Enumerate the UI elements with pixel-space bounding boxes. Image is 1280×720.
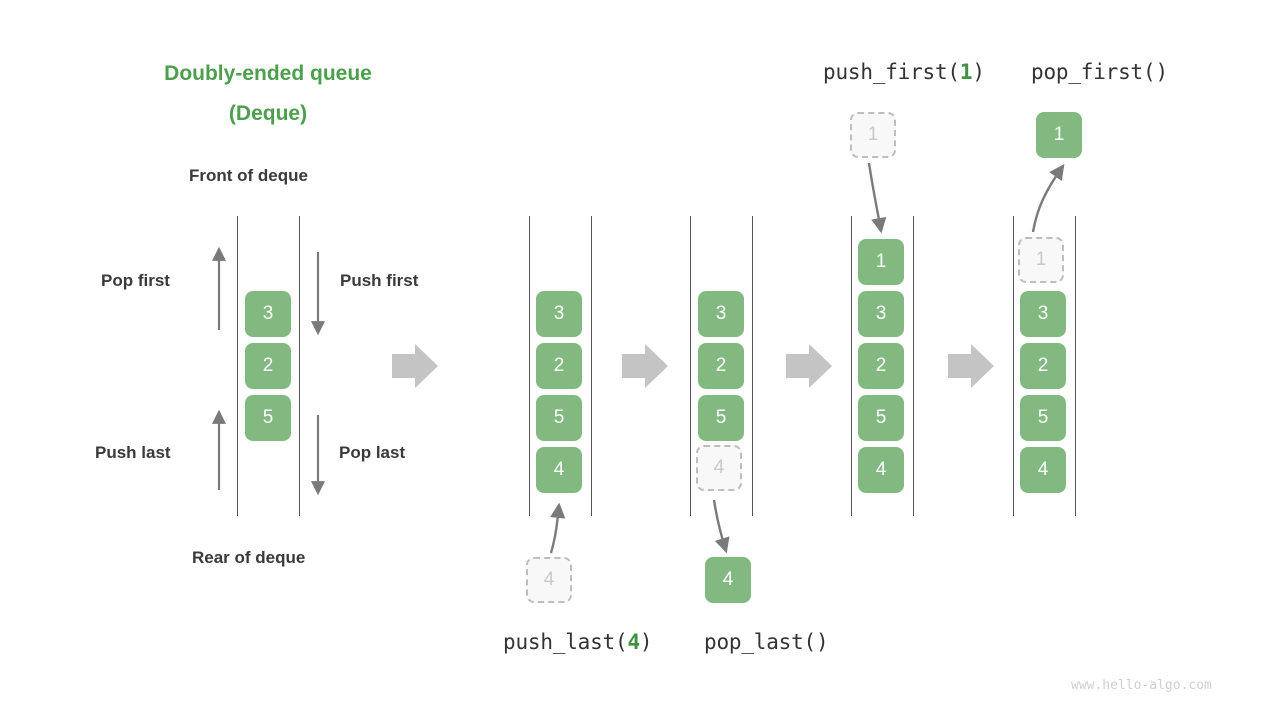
deque-cell-state5-3: 4 — [1020, 447, 1066, 493]
ghost-cell-state5-top: 1 — [1018, 237, 1064, 283]
deque-cell-state5-2: 5 — [1020, 395, 1066, 441]
outgoing-element-pop-last: 4 — [705, 557, 751, 603]
outgoing-element-pop-first: 1 — [1036, 112, 1082, 158]
deque-cell-state1-2: 5 — [245, 395, 291, 441]
deque-cell-state4-2: 2 — [858, 343, 904, 389]
page-title-line2: (Deque) — [228, 102, 308, 125]
pop-first-flow-arrow — [1031, 164, 1065, 233]
watermark: www.hello-algo.com — [1071, 678, 1212, 693]
push-last-flow-arrow — [549, 502, 566, 554]
block-arrow-1 — [392, 344, 438, 388]
pop-first-label: Pop first — [101, 271, 170, 290]
push-last-call-prefix: push_last( — [503, 630, 628, 654]
deque-rail-right-state5 — [1075, 216, 1076, 516]
pop-last-label: Pop last — [339, 443, 406, 462]
block-arrow-2 — [622, 344, 668, 388]
deque-cell-state4-0: 1 — [858, 239, 904, 285]
block-arrow-3 — [786, 344, 832, 388]
deque-cell-state2-1: 2 — [536, 343, 582, 389]
push-first-flow-arrow — [867, 162, 887, 234]
push-first-call-label: push_first(1) — [823, 60, 985, 84]
rear-of-deque-label: Rear of deque — [192, 548, 306, 567]
page-title-line1: Doubly-ended queue — [164, 62, 372, 85]
deque-cell-state5-1: 2 — [1020, 343, 1066, 389]
deque-rail-left-state1 — [237, 216, 238, 516]
push-last-call-arg: 4 — [627, 630, 640, 654]
deque-cell-state3-2: 5 — [698, 395, 744, 441]
deque-rail-right-state1 — [299, 216, 300, 516]
deque-cell-state3-0: 3 — [698, 291, 744, 337]
deque-cell-state1-1: 2 — [245, 343, 291, 389]
incoming-element-push-last: 4 — [526, 557, 572, 603]
push-last-label: Push last — [95, 443, 171, 462]
ghost-cell-state3-bottom: 4 — [696, 445, 742, 491]
front-of-deque-label: Front of deque — [189, 166, 308, 185]
pop-last-flow-arrow — [712, 499, 730, 554]
deque-cell-state2-0: 3 — [536, 291, 582, 337]
deque-cell-state2-2: 5 — [536, 395, 582, 441]
pop-first-call-prefix: pop_first( — [1031, 60, 1156, 84]
push-first-call-suffix: ) — [972, 60, 985, 84]
deque-rail-right-state2 — [591, 216, 592, 516]
deque-cell-state4-1: 3 — [858, 291, 904, 337]
deque-rail-left-state4 — [851, 216, 852, 516]
push-last-call-label: push_last(4) — [503, 630, 653, 654]
block-arrow-4 — [948, 344, 994, 388]
deque-cell-state4-4: 4 — [858, 447, 904, 493]
pop-first-call-suffix: ) — [1155, 60, 1168, 84]
push-first-call-prefix: push_first( — [823, 60, 960, 84]
deque-rail-right-state4 — [913, 216, 914, 516]
deque-cell-state5-0: 3 — [1020, 291, 1066, 337]
pop-last-call-prefix: pop_last( — [704, 630, 816, 654]
incoming-element-push-first: 1 — [850, 112, 896, 158]
pop-last-call-suffix: ) — [816, 630, 829, 654]
deque-rail-left-state2 — [529, 216, 530, 516]
deque-cell-state2-3: 4 — [536, 447, 582, 493]
push-first-call-arg: 1 — [959, 60, 973, 84]
deque-cell-state1-0: 3 — [245, 291, 291, 337]
push-last-call-suffix: ) — [639, 630, 653, 654]
deque-cell-state3-1: 2 — [698, 343, 744, 389]
deque-rail-right-state3 — [752, 216, 753, 516]
pop-last-call-label: pop_last() — [704, 630, 829, 654]
deque-cell-state4-3: 5 — [858, 395, 904, 441]
deque-rail-left-state3 — [690, 216, 691, 516]
push-first-label: Push first — [340, 271, 419, 290]
pop-first-call-label: pop_first() — [1031, 60, 1168, 84]
deque-rail-left-state5 — [1013, 216, 1014, 516]
